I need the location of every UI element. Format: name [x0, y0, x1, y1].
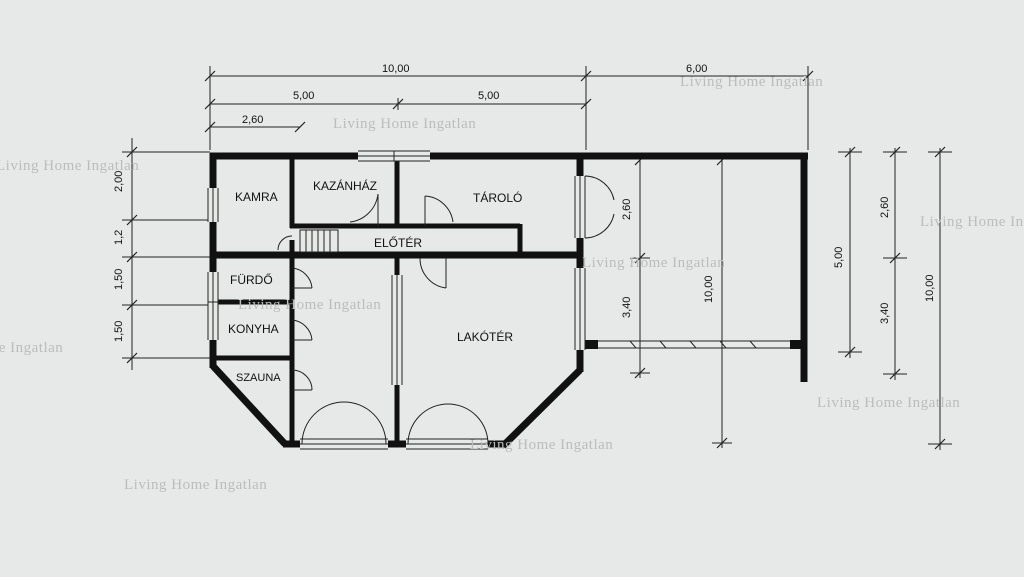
dim-left-1: 2,00 [113, 171, 125, 192]
dim-left-3: 1,50 [113, 269, 125, 290]
dim-top-total: 10,00 [382, 63, 410, 75]
room-labels: KAMRA KAZÁNHÁZ TÁROLÓ ELŐTÉR FÜRDŐ KONYH… [228, 178, 522, 384]
watermark-text: Living Home Ingatlan [470, 437, 613, 453]
room-label-furdo: FÜRDŐ [230, 272, 273, 287]
dimension-labels: 10,00 6,00 5,00 5,00 2,60 2,00 1,2 1,50 … [113, 63, 936, 342]
watermarks: Living Home Ingatlan Living Home Ingatla… [0, 74, 1024, 493]
dim-right-2-60: 2,60 [879, 197, 891, 218]
dim-right-3-40: 3,40 [879, 303, 891, 324]
watermark-text: Living Home Ingatlan [920, 214, 1024, 230]
dim-top-half-right: 5,00 [478, 90, 499, 102]
watermark-text: Living Home Ingatlan [333, 116, 476, 132]
watermark-text: Living Home Ingatlan [124, 477, 267, 493]
watermark-text: Living Home Ingatlan [0, 340, 63, 356]
watermark-text: Living Home Ingatlan [238, 297, 381, 313]
dim-top-small: 2,60 [242, 114, 263, 126]
room-label-lakoter: LAKÓTÉR [457, 329, 513, 344]
watermark-text: Living Home Ingatlan [0, 158, 139, 174]
watermark-text: Living Home Ingatlan [680, 74, 823, 90]
dim-right-5-00: 5,00 [833, 247, 845, 268]
dim-right-10-00: 10,00 [924, 274, 936, 302]
watermark-text: Living Home Ingatlan [582, 255, 725, 271]
room-label-kazanhaz: KAZÁNHÁZ [313, 178, 377, 193]
room-label-eloter: ELŐTÉR [374, 235, 422, 250]
stairs [277, 229, 339, 253]
dimension-lines [122, 66, 952, 450]
room-label-tarolo: TÁROLÓ [473, 190, 522, 205]
room-label-szauna: SZAUNA [236, 372, 281, 384]
windows [207, 150, 790, 450]
dim-inner-3-40: 3,40 [621, 297, 633, 318]
dim-top-half-left: 5,00 [293, 90, 314, 102]
dim-top-extension: 6,00 [686, 63, 707, 75]
doors [291, 175, 615, 445]
dim-inner-10-00: 10,00 [703, 275, 715, 303]
dim-left-2: 1,2 [113, 230, 125, 245]
room-label-kamra: KAMRA [235, 190, 278, 204]
watermark-text: Living Home Ingatlan [817, 395, 960, 411]
dim-inner-2-60: 2,60 [621, 199, 633, 220]
dim-left-4: 1,50 [113, 321, 125, 342]
room-label-konyha: KONYHA [228, 322, 279, 336]
